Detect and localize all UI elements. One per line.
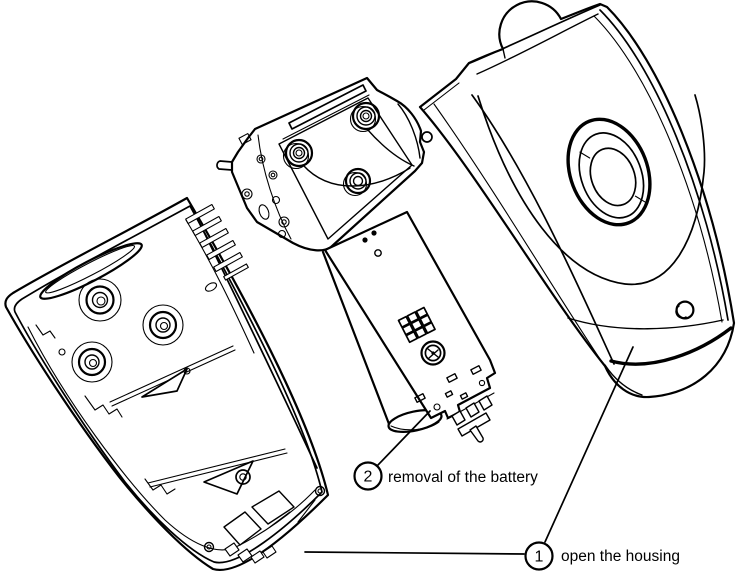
sensor-lens xyxy=(566,117,652,227)
pcb-hole xyxy=(362,237,368,243)
front-housing xyxy=(418,0,736,399)
dip-switch-block xyxy=(397,306,436,344)
screw-hole xyxy=(203,541,215,553)
face-lower-curve xyxy=(567,317,724,330)
board-connector xyxy=(446,392,495,443)
screw-boss xyxy=(71,341,113,383)
back-housing-bottom-rim xyxy=(27,326,316,551)
bracket-right-pin xyxy=(421,131,433,143)
step-detail xyxy=(35,324,56,339)
callouts: 2 removal of the battery 1 open the hous… xyxy=(304,346,680,571)
terminal-block xyxy=(223,490,316,546)
bracket-boss xyxy=(342,167,372,197)
cap-inner-line xyxy=(423,82,460,111)
sidewall-line xyxy=(433,103,603,363)
face-left-edge xyxy=(471,94,615,365)
screw-hole xyxy=(58,348,66,356)
leader-line-housing-diagonal xyxy=(544,346,634,543)
top-edge xyxy=(469,4,601,64)
clip-arrow xyxy=(203,460,254,495)
screw-hole xyxy=(314,485,326,497)
back-housing xyxy=(4,196,330,572)
bracket-boss xyxy=(282,138,314,170)
callout-1-circle xyxy=(524,541,554,571)
back-housing-inner-rim xyxy=(13,205,323,564)
pcb-hole xyxy=(374,249,382,257)
spring-bar-line xyxy=(282,94,370,140)
right-border-line xyxy=(593,15,723,323)
bracket-boss xyxy=(349,101,381,133)
leader-line-housing xyxy=(304,551,525,555)
bottom-crease xyxy=(604,364,643,396)
round-connector xyxy=(420,340,446,366)
flap-inner-line xyxy=(397,103,421,159)
step-detail xyxy=(84,395,123,418)
smd-components xyxy=(414,365,486,411)
leader-line-battery xyxy=(376,410,431,467)
callout-1: 1 open the housing xyxy=(524,541,680,571)
dome-base-tick xyxy=(502,48,506,59)
callout-2-circle xyxy=(353,461,383,491)
screw-boss xyxy=(78,278,122,322)
bracket-left-pin xyxy=(216,160,233,171)
callout-1-number: 1 xyxy=(535,549,544,566)
cross-rail xyxy=(147,448,288,488)
pcb-hole xyxy=(371,230,377,236)
bracket-holes xyxy=(238,133,290,239)
screw-boss xyxy=(142,304,184,346)
spring-wire xyxy=(302,164,411,187)
right-border-line xyxy=(599,9,729,321)
led-hole xyxy=(675,300,695,320)
callout-2-label: removal of the battery xyxy=(388,469,538,486)
left-block-line xyxy=(257,134,292,240)
callout-2-number: 2 xyxy=(364,469,373,486)
comb-teeth xyxy=(224,542,277,564)
bracket-outline xyxy=(230,76,426,252)
screw-hole xyxy=(206,544,212,550)
spring-bar xyxy=(288,84,367,130)
face-sweep-curve xyxy=(477,94,706,286)
callout-2: 2 removal of the battery xyxy=(353,461,538,491)
callout-1-label: open the housing xyxy=(561,548,680,565)
clip-arrow xyxy=(141,367,191,398)
battery-bracket xyxy=(216,76,433,252)
top-edge-inner xyxy=(476,13,599,75)
battery-edge xyxy=(321,250,391,426)
spring-wire xyxy=(366,128,415,167)
step-detail xyxy=(144,478,176,495)
rib-comb xyxy=(185,203,249,292)
battery-module xyxy=(321,210,497,443)
screw-hole xyxy=(317,488,323,494)
